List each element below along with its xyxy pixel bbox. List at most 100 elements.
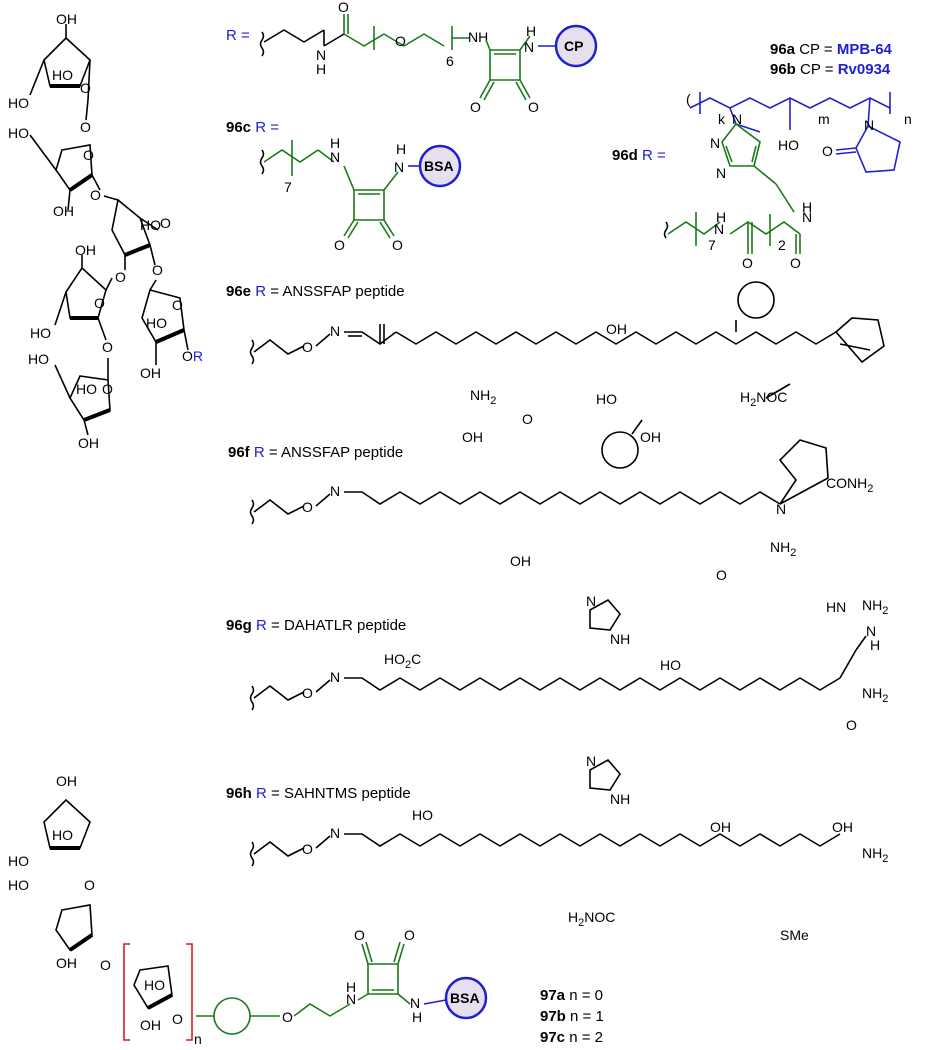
o-label: O <box>160 215 171 231</box>
compound-96d: 96d R = <box>612 147 666 164</box>
h-atom: H <box>870 637 880 653</box>
bsa-badge <box>418 144 462 188</box>
oligosaccharide-bottom: OH HO HO O HO OH O n HO OH O O H N O O <box>8 773 488 1047</box>
o-atom: O <box>302 339 313 355</box>
nh2-label: NH2 <box>862 845 888 865</box>
n-repeat: n <box>194 1031 202 1047</box>
nh-atom: NH <box>468 29 488 45</box>
nh-atom: H <box>346 979 356 995</box>
n-atom: N <box>524 39 534 55</box>
o-label: O <box>152 262 163 278</box>
repeat-2: 2 <box>778 237 786 253</box>
n-atom: N <box>410 995 420 1011</box>
ho-label: HO <box>76 381 97 397</box>
compound-96h: 96h R = SAHNTMS peptide <box>226 785 411 802</box>
ho-atom: HO <box>8 853 29 869</box>
o-label: O <box>94 295 105 311</box>
oh-atom: OH <box>640 429 661 445</box>
o-atom: O <box>100 957 111 973</box>
n-atom: N <box>394 159 404 175</box>
oh-label: OH <box>75 242 96 258</box>
o-label: O <box>80 80 91 96</box>
o-label: O <box>80 119 91 135</box>
o-label: O <box>172 297 183 313</box>
n-atom: N <box>864 117 874 133</box>
o-atom: O <box>846 717 857 733</box>
oh-label: OH <box>140 365 161 381</box>
o-atom: O <box>282 1009 293 1025</box>
n-atom: N <box>346 991 356 1007</box>
r-96d: 96d R = ( k m n HO N N N O N 7 H N <box>612 91 912 271</box>
bracket-open: ( <box>686 91 691 107</box>
compound-96e: 96e R = ANSSFAP peptide <box>226 283 405 300</box>
ho-label: HO <box>28 351 49 367</box>
r-equals: R = <box>226 27 250 44</box>
ho-atom: HO <box>8 877 29 893</box>
bsa-badge-label: BSA <box>450 990 480 1006</box>
r-linker-cp: R = N H O O 6 NH O O H N CP <box>226 0 598 115</box>
oligosaccharide-top: OH HO O HO O HO OH O O HO O O O OH HO <box>8 11 203 451</box>
o-atom: O <box>354 927 365 943</box>
ho-atom: HO <box>412 807 433 823</box>
n-atom: N <box>732 111 742 127</box>
ho-atom: HO <box>778 137 799 153</box>
o-atom: O <box>338 0 349 15</box>
oh-atom: OH <box>710 819 731 835</box>
ho-label: HO <box>8 95 29 111</box>
compound-96b: 96b CP = Rv0934 <box>770 61 891 78</box>
ho-label: HO <box>8 125 29 141</box>
n-atom: N <box>716 165 726 181</box>
sme-label: SMe <box>780 927 809 943</box>
o-label: O <box>102 339 113 355</box>
oh-atom: OH <box>462 429 483 445</box>
o-atom: O <box>302 841 313 857</box>
o-atom: O <box>392 237 403 253</box>
nh2-label: NH2 <box>862 597 888 617</box>
o-atom: O <box>395 33 406 49</box>
n-atom: N <box>330 323 340 339</box>
h-atom: H <box>330 135 340 151</box>
r-96c: 96c R = 7 N H O O H N BSA <box>226 119 462 253</box>
n-atom: N <box>802 209 812 225</box>
ho-label: HO <box>52 67 73 83</box>
o-atom: O <box>822 143 833 159</box>
oh-atom: OH <box>56 773 77 789</box>
cp-badge <box>554 24 598 68</box>
ho-label: HO <box>140 217 161 233</box>
oh-atom: OH <box>510 553 531 569</box>
n-subscript: n <box>904 111 912 127</box>
oh-atom: OH <box>832 819 853 835</box>
oh-atom: OH <box>56 955 77 971</box>
nh2-label: NH2 <box>470 387 496 407</box>
h-atom: H <box>526 23 536 39</box>
nh-atom: HN <box>826 599 846 615</box>
or-label: OR <box>182 348 203 364</box>
compound-97a: 97a n = 0 <box>540 987 603 1004</box>
ho-atom: HO <box>52 827 73 843</box>
compound-96a: 96a CP = MPB-64 <box>770 41 893 58</box>
n-atom: N <box>586 753 596 769</box>
phenyl-ring <box>737 281 775 319</box>
compound-96c: 96c R = <box>226 119 279 136</box>
k-subscript: k <box>718 111 726 127</box>
compound-97b: 97b n = 1 <box>540 1008 604 1025</box>
o-atom: O <box>742 255 753 271</box>
oh-label: OH <box>78 435 99 451</box>
bsa-badge <box>444 976 488 1020</box>
oh-atom: OH <box>140 1017 161 1033</box>
o-atom: O <box>522 411 533 427</box>
conh2-label: CONH2 <box>826 475 873 495</box>
n-atom: N <box>776 501 786 517</box>
h-atom: H <box>396 141 406 157</box>
nh-atom: H <box>716 209 726 225</box>
peptide-96g: 96g R = DAHATLR peptide O N HO2C N NH HO… <box>226 593 888 733</box>
o-atom: O <box>470 99 481 115</box>
o-atom: O <box>84 877 95 893</box>
h2noc-label: H2NOC <box>740 389 787 409</box>
ho-atom: HO <box>660 657 681 673</box>
h-atom: H <box>412 1009 422 1025</box>
ho-atom: HO <box>144 977 165 993</box>
o-atom: O <box>790 255 801 271</box>
oh-atom: OH <box>606 321 627 337</box>
oh-label: OH <box>53 203 74 219</box>
